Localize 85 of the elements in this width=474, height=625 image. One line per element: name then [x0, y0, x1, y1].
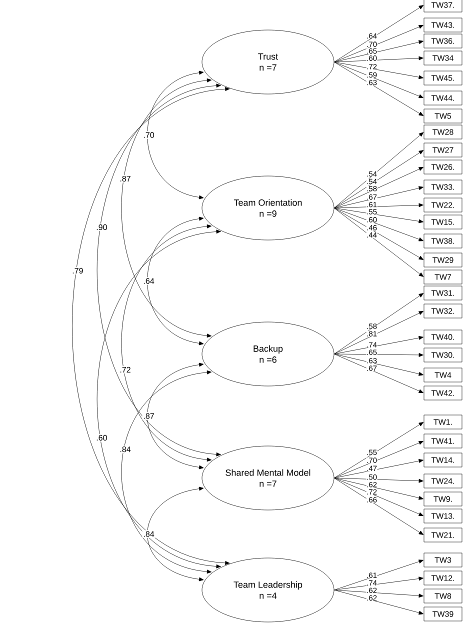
indicator-box: TW31.: [424, 286, 462, 300]
edge-label: .87: [144, 413, 154, 419]
loading-arrow: [334, 5, 424, 62]
loading-arrow: [334, 354, 424, 376]
indicator-box: TW1.: [424, 414, 462, 430]
loading-arrow: [334, 167, 424, 208]
loading-arrow: [334, 560, 424, 590]
indicator-box: TW15.: [424, 214, 462, 230]
edge-label: .90: [96, 224, 107, 230]
loading-arrow: [334, 203, 424, 208]
indicator-box: TW37.: [424, 0, 462, 12]
loading-arrow: [334, 478, 424, 516]
edge-label: .72: [120, 366, 130, 372]
loading-arrow: [334, 208, 424, 224]
loading-arrow: [334, 62, 424, 116]
edge-label: .84: [120, 446, 131, 452]
loading-arrow: [334, 150, 424, 208]
covariance-arc: [121, 78, 212, 338]
loading-arrow: [334, 132, 424, 208]
indicator-box: TW38.: [424, 234, 462, 248]
covariance-arc: [121, 370, 212, 574]
indicator-box: TW34: [424, 50, 462, 66]
indicator-box: TW4: [424, 368, 462, 382]
edge-label: .60: [96, 434, 107, 441]
edge-label: .64: [144, 278, 154, 284]
loading-arrow: [334, 353, 424, 357]
indicator-box: TW27: [424, 142, 462, 158]
loading-arrow: [334, 336, 424, 354]
covariance-arc: [121, 224, 212, 462]
indicator-box: TW21.: [424, 528, 462, 542]
loading-arrow: [334, 62, 424, 98]
loading-arrow: [334, 590, 424, 598]
indicator-box: TW12.: [424, 570, 462, 586]
covariance-arc: [96, 230, 221, 568]
indicator-box: TW28: [424, 124, 462, 140]
indicator-box: TW7: [424, 270, 462, 284]
indicator-box: TW5: [424, 108, 462, 124]
indicator-box: TW42.: [424, 386, 462, 400]
indicator-box: TW44.: [424, 90, 462, 106]
indicator-box: TW22.: [424, 198, 462, 212]
covariance-arc: [147, 362, 204, 470]
edge-label: .87: [120, 176, 130, 182]
loading-arrow: [334, 478, 424, 483]
loading-arrow: [334, 208, 424, 260]
loading-arrow: [334, 422, 424, 478]
indicator-box: TW24.: [424, 474, 462, 488]
loading-arrow: [334, 478, 424, 500]
indicator-box: TW39: [424, 606, 462, 622]
loading-arrow: [334, 441, 424, 478]
indicator-box: TW29: [424, 252, 462, 268]
loading-arrow: [334, 208, 424, 277]
covariance-arc: [96, 84, 221, 456]
indicator-box: TW13.: [424, 508, 462, 524]
indicator-box: TW8: [424, 588, 462, 604]
loading-arrow: [334, 208, 424, 242]
indicator-box: TW33.: [424, 180, 462, 194]
indicator-box: TW14.: [424, 452, 462, 468]
loading-arrow: [334, 62, 424, 80]
covariance-arc: [147, 70, 204, 200]
edge-label: .70: [144, 132, 154, 138]
indicator-box: TW40.: [424, 330, 462, 344]
covariance-arc: [147, 216, 204, 346]
loading-arrow: [334, 459, 424, 478]
loading-arrow: [334, 590, 424, 615]
indicator-box: TW36.: [424, 34, 462, 48]
loading-arrow: [334, 56, 424, 62]
indicator-box: TW26.: [424, 160, 462, 174]
indicator-box: TW9.: [424, 492, 462, 506]
indicator-box: TW45.: [424, 70, 462, 86]
loading-arrow: [334, 293, 424, 354]
loading-arrow: [334, 25, 424, 62]
edge-label: .79: [72, 268, 83, 274]
loading-arrow: [334, 311, 424, 354]
indicator-box: TW41.: [424, 434, 462, 448]
indicator-box: TW30.: [424, 348, 462, 362]
loading-arrow: [334, 186, 424, 208]
indicator-box: TW43.: [424, 18, 462, 32]
loading-arrow: [334, 354, 424, 393]
indicator-box: TW32.: [424, 304, 462, 318]
loading-arrow: [334, 40, 424, 62]
loading-arrow: [334, 576, 424, 590]
edge-label: .84: [144, 531, 154, 537]
indicator-box: TW3: [424, 552, 462, 568]
loading-arrow: [334, 478, 424, 535]
covariance-arc: [147, 486, 204, 582]
